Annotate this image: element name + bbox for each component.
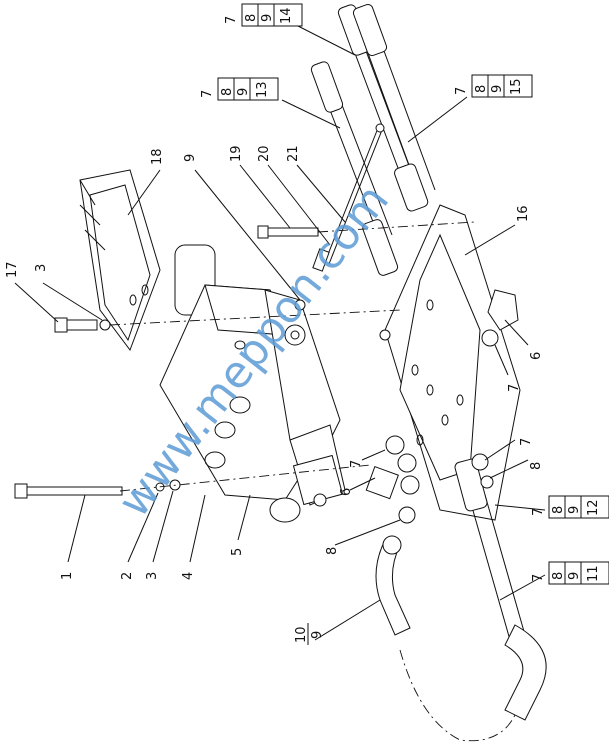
callout-1: 1 [60, 572, 75, 580]
bracket-18 [79, 169, 161, 352]
callout-group-14: 7 8 9 14 [224, 3, 303, 27]
hose-13 [310, 61, 399, 276]
svg-text:13: 13 [255, 81, 270, 98]
svg-text:11: 11 [586, 565, 601, 582]
fittings [294, 289, 519, 524]
hose-15 [352, 3, 436, 212]
svg-text:8: 8 [474, 85, 489, 93]
callout-18: 18 [150, 148, 165, 165]
svg-text:9: 9 [236, 88, 251, 96]
callout-5: 5 [230, 548, 245, 556]
callout-6-right: 6 [529, 352, 544, 360]
callout-17: 17 [5, 261, 20, 278]
svg-text:9: 9 [310, 631, 325, 639]
bolt-17 [54, 309, 401, 333]
svg-text:9: 9 [260, 14, 275, 22]
bolt-19 [257, 221, 476, 239]
svg-text:9: 9 [490, 85, 505, 93]
svg-text:8: 8 [551, 572, 566, 580]
callout-group-10: 10 9 [294, 623, 325, 645]
svg-text:14: 14 [279, 7, 294, 24]
manifold-16 [379, 204, 521, 521]
callout-6-center: 6 [339, 488, 354, 496]
callout-7-lower-right: 7 [519, 438, 534, 446]
callout-group-12: 7 8 9 12 [531, 495, 609, 519]
callout-7-right: 7 [507, 384, 522, 392]
callout-7-center: 7 [349, 460, 364, 468]
svg-text:7: 7 [224, 16, 239, 24]
svg-text:9: 9 [567, 572, 582, 580]
svg-text:15: 15 [509, 78, 524, 95]
svg-text:7: 7 [531, 574, 546, 582]
svg-text:8: 8 [244, 14, 259, 22]
svg-text:8: 8 [220, 88, 235, 96]
callout-8-right: 8 [529, 462, 544, 470]
svg-text:7: 7 [454, 87, 469, 95]
callout-group-11: 7 8 9 11 [531, 561, 609, 585]
pipe-21 [312, 123, 385, 272]
callout-2: 2 [120, 572, 135, 580]
callout-8-center: 8 [325, 547, 340, 555]
valve-block [159, 244, 346, 523]
elbow-10 [375, 535, 411, 636]
svg-text:8: 8 [551, 506, 566, 514]
hose-12-11 [399, 458, 547, 742]
callout-4: 4 [181, 572, 196, 580]
callout-16: 16 [516, 205, 531, 222]
callout-3-top: 3 [34, 264, 49, 272]
leader-lines [14, 25, 546, 641]
callout-group-13: 7 8 9 13 [200, 77, 279, 101]
svg-text:12: 12 [586, 499, 601, 516]
callout-3: 3 [145, 572, 160, 580]
svg-text:7: 7 [531, 508, 546, 516]
callout-group-15: 7 8 9 15 [454, 74, 533, 98]
svg-text:10: 10 [294, 626, 309, 643]
svg-text:7: 7 [200, 90, 215, 98]
callout-19: 19 [229, 145, 244, 162]
callout-21: 21 [286, 145, 301, 162]
callout-20: 20 [257, 145, 272, 162]
svg-text:9: 9 [567, 506, 582, 514]
bolt-1 [14, 464, 371, 499]
callout-9: 9 [183, 154, 198, 162]
